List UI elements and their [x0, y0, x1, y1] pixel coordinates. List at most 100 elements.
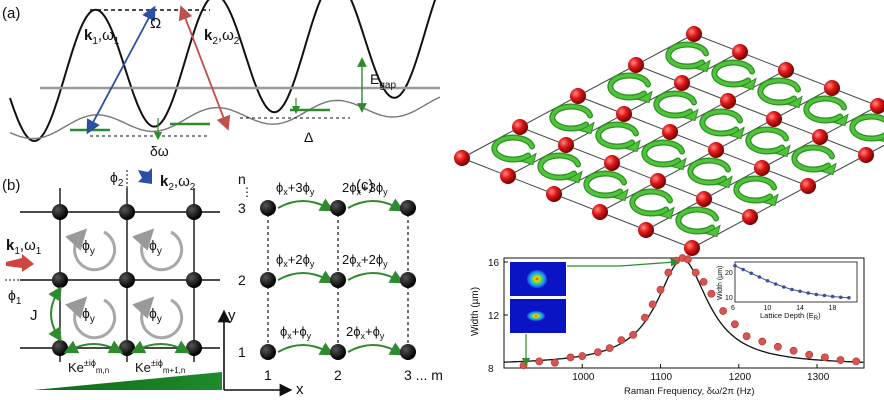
- inset-points: [733, 263, 851, 300]
- data-point: [629, 330, 638, 339]
- inset-x-tick-label: 14: [796, 305, 804, 312]
- data-point: [519, 361, 528, 370]
- k1-beam-icon: [6, 254, 34, 272]
- lattice-site: [674, 75, 690, 91]
- data-point: [566, 353, 575, 362]
- chart-points: [519, 254, 861, 370]
- phase-label: ϕx+ϕy: [280, 324, 312, 341]
- column-label: 1: [264, 367, 272, 383]
- plaquette-loop-icon: [687, 157, 733, 189]
- row-label: 1: [238, 344, 246, 360]
- data-point: [535, 357, 544, 366]
- plaquette-loop-icon: [595, 121, 641, 153]
- y-tick-label: 16: [488, 258, 500, 269]
- lattice-bond: [635, 64, 867, 156]
- cloud-blob-offresonant: [527, 311, 545, 321]
- tilt-ramp: [34, 372, 222, 390]
- panel-b-label: (b): [2, 177, 20, 194]
- panel-a-label: (a): [2, 5, 20, 22]
- y-tick-label: 12: [488, 311, 500, 322]
- lattice-site: [592, 204, 608, 220]
- lattice-site: [778, 62, 794, 78]
- lattice-site: [512, 119, 528, 135]
- inset-data-point: [757, 275, 762, 279]
- plaquette-loop-icon: [607, 72, 653, 104]
- cloud-blob-resonant: [527, 270, 547, 288]
- lattice-site: [662, 124, 678, 140]
- panel-b: (b) ϕy ϕy ϕy ϕy ϕ2: [2, 168, 222, 390]
- plaquette-loop-icon: [549, 103, 595, 135]
- phi2-label: ϕ2: [110, 169, 124, 189]
- inset-data-point: [741, 267, 745, 272]
- hop-label-right: Ke±iϕm+1,n: [135, 358, 185, 375]
- n-axis-dots: ⋮: [241, 185, 253, 199]
- panel-a: (a) Ω k1,ω1 k2,ω2 Egap Δ δω: [2, 0, 441, 159]
- omega-label: Ω: [150, 15, 161, 32]
- k2-beam-arrow: [178, 5, 231, 131]
- lattice-site: [696, 191, 712, 207]
- inset-x-label: Lattice Depth (ER): [760, 311, 821, 322]
- tunneling-j-arrow: [48, 286, 62, 342]
- lattice-site: [616, 106, 632, 122]
- plaquette-loop-icon: [733, 175, 779, 207]
- panel-c-hops: [277, 198, 405, 356]
- data-point: [707, 289, 716, 298]
- data-point: [730, 320, 739, 329]
- lattice-site: [628, 57, 644, 73]
- panel-c-sites: [260, 200, 416, 360]
- data-point: [605, 344, 614, 353]
- plaquette-loop-icon: [675, 206, 721, 238]
- panel-c-label: (c): [356, 177, 374, 194]
- phase-label: 2ϕx+ϕy: [346, 324, 385, 341]
- lattice-site: [500, 168, 516, 184]
- inset-data-point: [847, 295, 851, 300]
- plaquette-loop-icon: [757, 77, 803, 109]
- delta-omega-label: δω: [150, 143, 169, 159]
- lattice-site: [858, 147, 874, 163]
- lattice-site: [824, 80, 840, 96]
- lattice-bond: [461, 157, 693, 249]
- inset-data-point: [765, 278, 770, 283]
- data-point: [852, 357, 861, 366]
- k1-label-b: k1,ω1: [6, 237, 42, 257]
- data-point: [664, 268, 673, 277]
- plaquette-loop-icon: [803, 95, 849, 127]
- column-label: 3 ... m: [404, 367, 443, 383]
- k2-label-b: k2,ω2: [160, 173, 196, 193]
- plaquette-loop-icon: [745, 126, 791, 158]
- plaquette-loop-icon: [699, 108, 745, 140]
- plaquette-loop-icon: [791, 144, 837, 176]
- data-point: [820, 353, 829, 362]
- plaquette-loop-icon: [641, 139, 687, 171]
- inset-data-point: [814, 292, 819, 297]
- plaquette-loop-icon: [491, 134, 537, 166]
- data-point: [805, 350, 814, 359]
- inset-data-point: [830, 294, 835, 299]
- phase-label: 2ϕx+2ϕy: [342, 252, 388, 269]
- plaquette-loop-icon: [849, 113, 884, 143]
- k2-label: k2,ω2: [204, 27, 240, 47]
- lattice-site: [766, 111, 782, 127]
- lattice-site: [604, 155, 620, 171]
- lattice-site: [870, 98, 884, 114]
- lattice-site: [570, 88, 586, 104]
- phase-label: ϕx+2ϕy: [276, 252, 315, 269]
- k1-label: k1,ω1: [84, 27, 120, 47]
- inset-data-point: [798, 289, 802, 294]
- data-point: [656, 285, 665, 294]
- delta-label: Δ: [304, 129, 313, 145]
- x-tick-label: 1100: [651, 372, 673, 383]
- lattice-site: [558, 137, 574, 153]
- plaquette-loop-icon: [537, 152, 583, 184]
- data-point: [550, 358, 559, 367]
- data-point: [684, 255, 692, 264]
- inset-x-tick-label: 10: [764, 305, 772, 312]
- tilted-lattice-curve: [9, 96, 441, 140]
- lattice-site: [800, 178, 816, 194]
- phi1-label: ϕ1: [8, 287, 22, 307]
- plaquette-loop-icon: [583, 170, 629, 202]
- data-point: [789, 346, 798, 355]
